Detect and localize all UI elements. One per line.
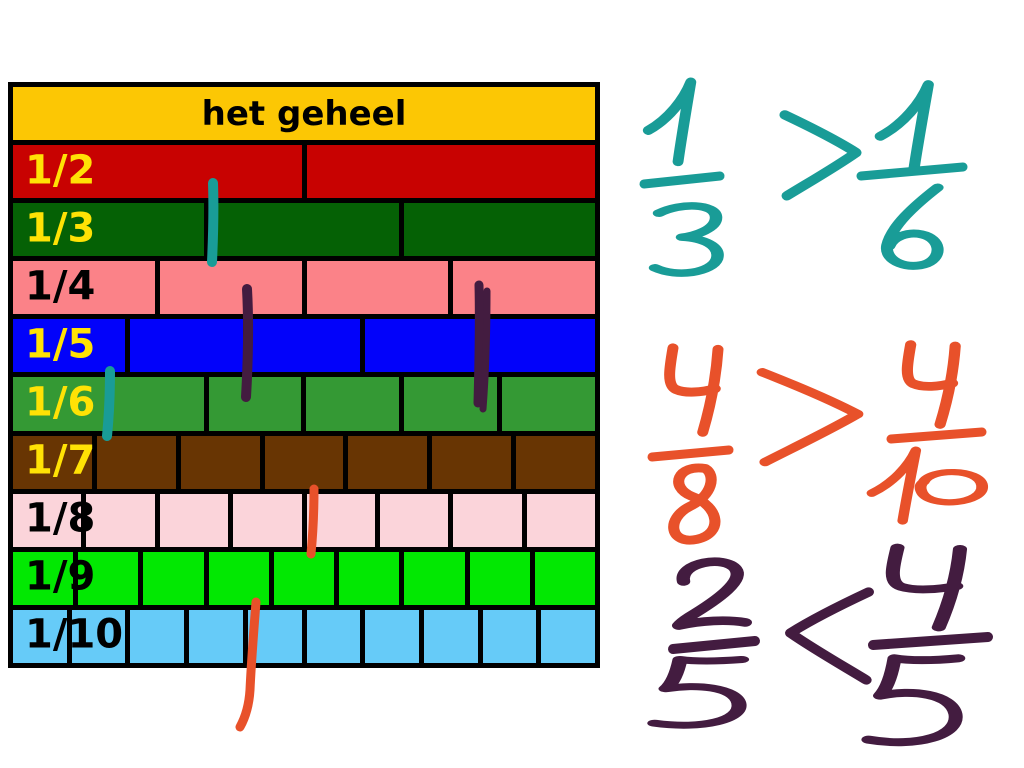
fraction-wall: het geheel 1/2 1/3 1/4 1/5 1/6 1/7 1/8 1/9 1/10 — [8, 82, 600, 668]
fraction-segment — [13, 493, 82, 547]
row-label: 1/8 — [25, 495, 96, 542]
fraction-segment — [233, 493, 302, 547]
comparison-4-8->-4-10 — [647, 340, 988, 545]
wall-row-1-6: 1/6 — [13, 377, 595, 431]
comparison-1-3->-1-6 — [639, 77, 968, 277]
fraction-comparisons — [639, 77, 993, 747]
fraction-segment — [13, 435, 92, 489]
fraction-segment — [273, 551, 335, 605]
wall-row-1-8: 1/8 — [13, 493, 595, 547]
row-label: 1/4 — [25, 263, 96, 310]
wall-row-1-3: 1/3 — [13, 203, 596, 257]
fraction-segment — [482, 609, 537, 663]
fraction-segment — [208, 551, 269, 605]
fraction-segment — [365, 319, 478, 373]
fraction-segment — [526, 493, 595, 547]
fraction-segment — [208, 377, 302, 431]
fraction-segment — [306, 145, 595, 199]
fraction-segment — [264, 435, 344, 489]
fraction-segment — [159, 493, 229, 547]
fraction-segment — [339, 551, 400, 605]
fraction-segment — [159, 261, 302, 315]
fraction-segment — [189, 609, 243, 663]
fraction-segment — [404, 551, 465, 605]
fraction-segment — [534, 551, 595, 605]
fraction-segment — [469, 551, 530, 605]
comparison-2-5-<-4-5 — [647, 543, 993, 747]
fraction-segment — [365, 609, 419, 663]
fraction-segment — [482, 319, 596, 373]
wall-row-1-2: 1/2 — [13, 145, 595, 199]
fraction-segment — [96, 435, 176, 489]
row-label: 1/5 — [25, 321, 96, 368]
fraction-segment — [130, 609, 185, 663]
fraction-segment — [208, 203, 400, 257]
fraction-segment — [502, 377, 595, 431]
fraction-segment — [541, 609, 596, 663]
wall-row-1-9: 1/9 — [13, 551, 595, 605]
fraction-segment — [306, 261, 449, 315]
fraction-segment — [516, 435, 596, 489]
fraction-segment — [86, 493, 155, 547]
fraction-segment — [13, 203, 204, 257]
fraction-segment — [453, 493, 522, 547]
fraction-segment — [379, 493, 449, 547]
fraction-segment — [306, 377, 400, 431]
row-label: 1/7 — [25, 437, 96, 484]
wall-row-1-7: 1/7 — [13, 435, 596, 489]
row-label: 1/2 — [25, 147, 96, 194]
fraction-segment — [13, 261, 155, 315]
fraction-segment — [247, 319, 361, 373]
row-label: 1/6 — [25, 379, 96, 426]
fraction-segment — [78, 551, 139, 605]
fraction-segment — [180, 435, 260, 489]
fraction-segment — [306, 609, 361, 663]
fraction-segment — [13, 551, 74, 605]
fraction-segment — [110, 377, 204, 431]
fraction-segment — [13, 377, 106, 431]
fraction-segment — [143, 551, 204, 605]
row-label: 1/3 — [25, 205, 96, 252]
fraction-segment — [130, 319, 243, 373]
wall-row-1-10: 1/10 — [13, 609, 596, 663]
fraction-segment — [432, 435, 512, 489]
fraction-segment — [13, 145, 302, 199]
fraction-segment — [306, 493, 375, 547]
fraction-segment — [71, 609, 126, 663]
fraction-segment — [13, 319, 126, 373]
row-label: 1/9 — [25, 553, 96, 600]
wall-header: het geheel — [13, 87, 595, 141]
fraction-segment — [423, 609, 478, 663]
fraction-segment — [13, 609, 67, 663]
fraction-segment — [404, 377, 498, 431]
wall-row-1-5: 1/5 — [13, 319, 596, 373]
fraction-segment — [453, 261, 595, 315]
fraction-segment — [404, 203, 596, 257]
fraction-segment — [247, 609, 302, 663]
fraction-segment — [348, 435, 428, 489]
row-label: 1/10 — [25, 611, 124, 658]
wall-row-1-4: 1/4 — [13, 261, 595, 315]
